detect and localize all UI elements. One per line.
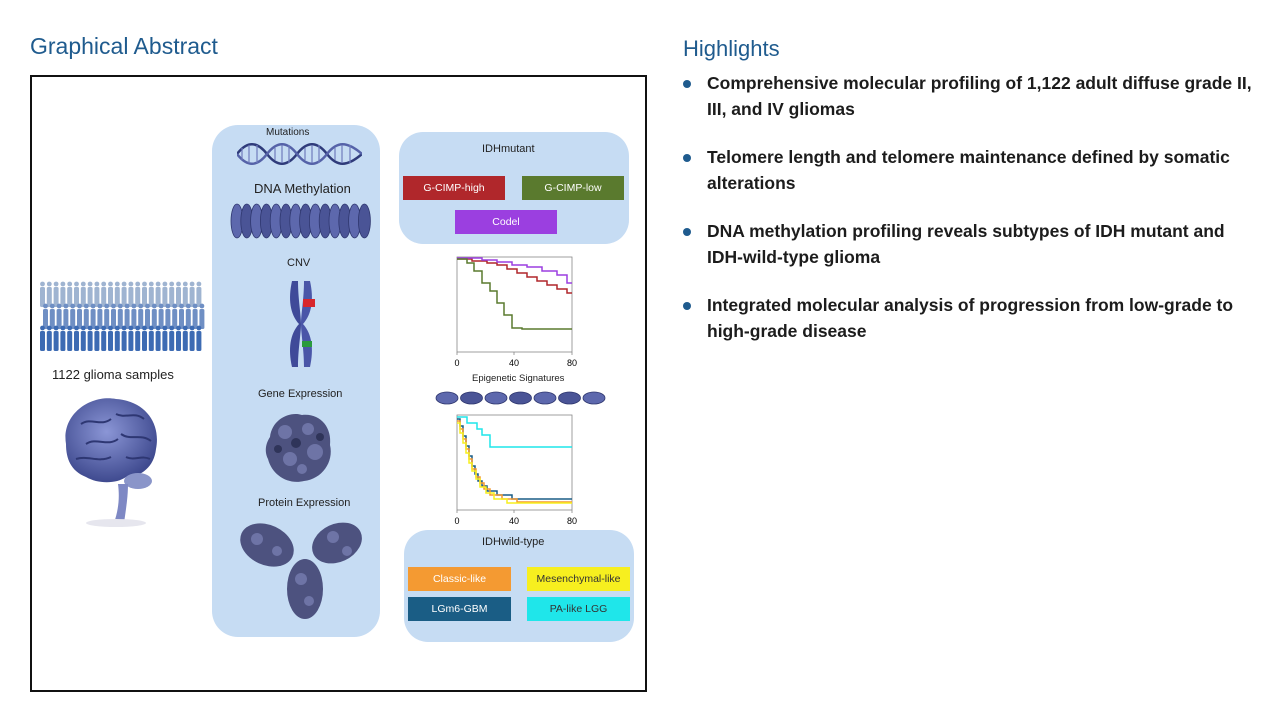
highlight-text: Integrated molecular analysis of progres… — [707, 295, 1234, 341]
km1-tick-80: 80 — [567, 358, 577, 368]
graphical-abstract-figure: 1122 glioma samples Mutations DNA Methyl… — [30, 75, 647, 692]
dna-methylation-label: DNA Methylation — [254, 181, 351, 196]
epigenetic-nucleosome-icon — [435, 391, 606, 405]
bullet-icon — [683, 80, 691, 88]
patient-cohort-icon — [40, 281, 205, 351]
highlight-text: Telomere length and telomere maintenance… — [707, 147, 1230, 193]
highlight-item: Comprehensive molecular profiling of 1,1… — [683, 70, 1263, 122]
nucleosome-icon — [230, 203, 371, 239]
highlights-list: Comprehensive molecular profiling of 1,1… — [683, 70, 1263, 366]
bullet-icon — [683, 302, 691, 310]
bullet-icon — [683, 228, 691, 236]
survival-plot-idh-wildtype: 0 40 80 — [454, 414, 577, 526]
km1-tick-40: 40 — [509, 358, 519, 368]
highlight-item: DNA methylation profiling reveals subtyp… — [683, 218, 1263, 270]
g-cimp-high-box: G-CIMP-high — [403, 176, 505, 200]
pa-like-lgg-box: PA-like LGG — [527, 597, 630, 621]
samples-label: 1122 glioma samples — [52, 367, 174, 382]
brain-icon — [65, 398, 157, 527]
classic-like-box: Classic-like — [408, 567, 511, 591]
codel-box: Codel — [455, 210, 557, 234]
km2-tick-0: 0 — [454, 516, 459, 526]
highlight-item: Telomere length and telomere maintenance… — [683, 144, 1263, 196]
km2-tick-40: 40 — [509, 516, 519, 526]
highlight-text: DNA methylation profiling reveals subtyp… — [707, 221, 1225, 267]
epigenetic-signatures-label: Epigenetic Signatures — [472, 373, 565, 384]
gene-expression-icon — [265, 413, 331, 482]
bullet-icon — [683, 154, 691, 162]
highlight-item: Integrated molecular analysis of progres… — [683, 292, 1263, 344]
chromosome-icon — [290, 281, 315, 367]
mutations-label: Mutations — [266, 127, 310, 138]
highlight-text: Comprehensive molecular profiling of 1,1… — [707, 73, 1252, 119]
cnv-label: CNV — [287, 257, 311, 269]
dna-helix-icon — [237, 143, 362, 165]
protein-expression-label: Protein Expression — [258, 497, 351, 509]
survival-plot-idh-mutant: 0 40 80 — [454, 256, 577, 368]
graphical-abstract-title: Graphical Abstract — [30, 33, 218, 59]
highlights-title: Highlights — [683, 36, 780, 61]
km1-tick-0: 0 — [454, 358, 459, 368]
mesenchymal-like-box: Mesenchymal-like — [527, 567, 630, 591]
g-cimp-low-box: G-CIMP-low — [522, 176, 624, 200]
gene-expression-label: Gene Expression — [258, 388, 343, 400]
idh-mutant-title: IDHmutant — [482, 143, 535, 155]
idh-wildtype-title: IDHwild-type — [482, 536, 545, 548]
lgm6-gbm-box: LGm6-GBM — [408, 597, 511, 621]
km2-tick-80: 80 — [567, 516, 577, 526]
antibody-icon — [240, 522, 362, 619]
